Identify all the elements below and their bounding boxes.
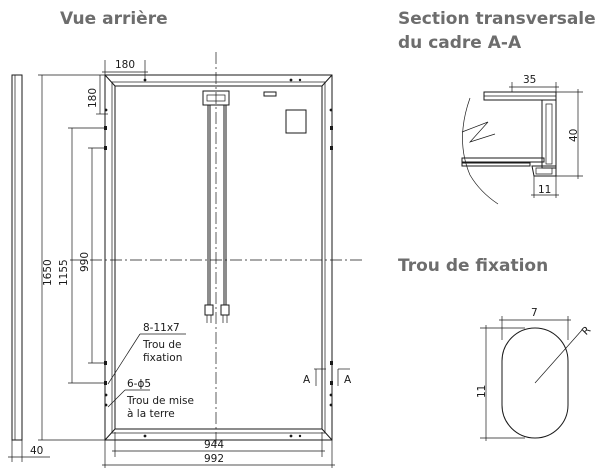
ground-hole-label-1: Trou de mise: [126, 395, 194, 407]
side-hole-offset-text: 180: [87, 88, 99, 108]
section-markers: A A: [303, 368, 352, 386]
hole-annotations: 8-11x7 Trou de fixation 6-ϕ5 Trou de mis…: [107, 322, 194, 420]
hole-spacing-dimensions: 1155 990 180: [58, 75, 108, 384]
rear-view-heading: Vue arrière: [60, 9, 168, 29]
inner-width-text: 944: [204, 439, 224, 451]
frame-cross-section: 35 40 11: [461, 74, 583, 205]
width-dimensions: 944 992: [102, 432, 335, 468]
mounting-hole-detail: R 7 11: [476, 307, 593, 441]
height-dim-text: 1650: [42, 259, 54, 286]
junction-box: [202, 90, 230, 106]
height-dimension: 1650: [38, 74, 105, 441]
section-heading-line-2: du cadre A-A: [398, 33, 522, 53]
mount-hole-label-2: fixation: [143, 352, 182, 364]
outer-width-text: 992: [204, 453, 224, 465]
ground-hole-label-2: à la terre: [127, 408, 175, 420]
frame-depth-dim: 40: [30, 445, 43, 457]
small-label: [263, 91, 277, 97]
section-marker-left: A: [303, 374, 311, 386]
hole-width-text: 7: [531, 307, 538, 319]
outer-hole-spacing-text: 1155: [58, 259, 70, 286]
section-marker-right: A: [344, 374, 352, 386]
mount-hole-spec: 8-11x7: [143, 322, 180, 334]
nameplate: [285, 109, 307, 134]
inner-hole-spacing-text: 990: [79, 252, 91, 272]
top-hole-offset-text: 180: [115, 59, 135, 71]
panel-rear-view: [70, 52, 365, 445]
ground-hole-spec: 6-ϕ5: [127, 378, 151, 390]
hole-radius-label: R: [580, 324, 594, 338]
connector-right: [220, 304, 230, 316]
section-height-text: 40: [568, 129, 580, 142]
top-offset-dimension: 180: [102, 59, 148, 80]
connector-left: [204, 304, 214, 316]
section-width-text: 35: [523, 74, 536, 86]
mounting-hole-heading: Trou de fixation: [398, 256, 548, 276]
section-lip-text: 11: [538, 184, 551, 196]
section-heading-line-1: Section transversale: [398, 9, 596, 29]
side-profile-view: 40: [8, 74, 50, 462]
mount-hole-label-1: Trou de: [142, 339, 182, 351]
hole-length-text: 11: [476, 385, 488, 398]
